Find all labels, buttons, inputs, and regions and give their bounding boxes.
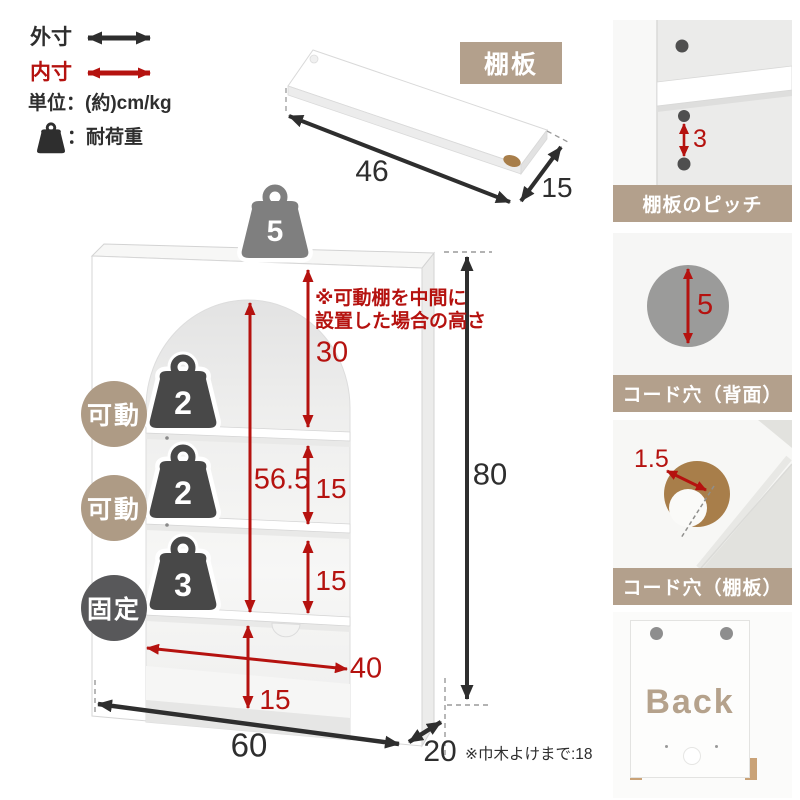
back-screw-dot-right xyxy=(715,745,718,748)
cord-hole-shelf-photo: 1.5 xyxy=(613,420,792,568)
back-cord-hole-right xyxy=(720,627,733,640)
cord-hole-back-caption: コード穴（背面） xyxy=(613,375,792,412)
dim-gap1: 15 xyxy=(315,473,347,504)
dim-height: 80 xyxy=(472,456,508,492)
detail-card-cord-hole-back: 5 コード穴（背面） xyxy=(613,233,792,412)
shelf-board-drawing xyxy=(285,49,569,204)
back-screw-dot-left xyxy=(665,745,668,748)
base-cord-notch xyxy=(271,622,301,638)
shelf-pitch-value: 3 xyxy=(693,125,707,153)
legend-outer-label: 外寸 xyxy=(30,26,72,49)
dim-width: 60 xyxy=(230,726,268,764)
cord-hole-shelf-graphic xyxy=(613,420,792,568)
inner-dimension-arrows xyxy=(146,269,348,709)
back-cord-hole-left xyxy=(650,627,663,640)
shelf-pitch-caption: 棚板のピッチ xyxy=(613,185,792,222)
cord-hole-shelf-value: 1.5 xyxy=(634,445,669,473)
load-capacity-icon xyxy=(37,124,65,153)
dim-base-height: 15 xyxy=(259,684,291,715)
shelf-pitch-photo: 3 xyxy=(613,20,792,185)
shelf1-load-value: 2 xyxy=(174,385,192,421)
dim-gap2: 15 xyxy=(315,565,347,596)
shelf-board-title-badge: 棚板 xyxy=(460,42,562,84)
back-panel: Back xyxy=(630,620,750,778)
cord-hole-shelf-caption: コード穴（棚板） xyxy=(613,568,792,605)
movable-shelf-badge-1: 可動 xyxy=(81,381,147,447)
shelf-board-depth-dim: 15 xyxy=(541,172,573,203)
movable-shelf-note-line1: ※可動棚を中間に xyxy=(315,288,467,309)
skirting-note: ※巾木よけまで:18 xyxy=(465,746,593,763)
cord-hole-back-graphic xyxy=(613,233,792,375)
fixed-shelf-badge-label: 固定 xyxy=(86,596,141,624)
back-view-label: Back xyxy=(645,683,735,721)
movable-shelf-badge-2-label: 可動 xyxy=(86,496,141,524)
shelf-pitch-graphic xyxy=(613,20,792,185)
dim-depth: 20 xyxy=(423,735,457,768)
movable-shelf-badge-1-label: 可動 xyxy=(86,402,141,430)
fixed-shelf-badge: 固定 xyxy=(81,575,147,641)
legend-inner-label: 内寸 xyxy=(30,61,72,84)
back-view-card: Back xyxy=(613,612,792,798)
detail-card-cord-hole-shelf: 1.5 コード穴（棚板） xyxy=(613,420,792,605)
shelf3-load-value: 3 xyxy=(174,567,192,603)
detail-card-shelf-pitch: 3 棚板のピッチ xyxy=(613,20,792,222)
movable-shelf-note-line2: 設置した場合の高さ xyxy=(315,311,487,332)
dim-inner-full: 56.5 xyxy=(253,463,311,496)
dim-inner-width: 40 xyxy=(349,652,383,685)
legend-unit-label: 単位：(約)cm/kg xyxy=(28,93,172,114)
top-load-value: 5 xyxy=(266,215,284,248)
shelf-board-length-dim: 46 xyxy=(355,155,389,188)
movable-shelf-badge-2: 可動 xyxy=(81,475,147,541)
cord-hole-back-photo: 5 xyxy=(613,233,792,375)
shelf2-load-value: 2 xyxy=(174,475,192,511)
legend-load-label: ：耐荷重 xyxy=(67,127,144,148)
back-bottom-hole xyxy=(683,747,701,765)
cord-hole-back-value: 5 xyxy=(697,289,714,321)
dim-inner-top: 30 xyxy=(315,336,349,369)
outer-dimension-arrows xyxy=(94,251,492,760)
